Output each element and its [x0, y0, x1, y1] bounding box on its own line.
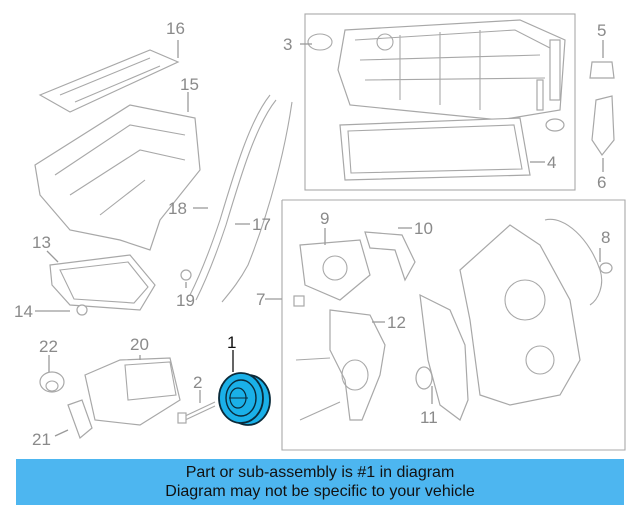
- filter-parts: [39, 357, 181, 440]
- callout-8: 8: [601, 228, 610, 247]
- callout-5: 5: [597, 21, 606, 40]
- callout-2: 2: [193, 373, 202, 392]
- valve-cover-group: [304, 13, 576, 191]
- callout-10: 10: [414, 219, 433, 238]
- callout-17: 17: [252, 215, 271, 234]
- callout-14: 14: [14, 302, 33, 321]
- callout-16: 16: [166, 19, 185, 38]
- callout-12: 12: [387, 313, 406, 332]
- dipstick: [180, 94, 293, 303]
- callout-9: 9: [320, 209, 329, 228]
- oil-pan-group: [34, 49, 201, 316]
- callout-21: 21: [32, 430, 51, 449]
- callout-22: 22: [39, 337, 58, 356]
- callout-20: 20: [130, 335, 149, 354]
- bolt: [177, 401, 216, 424]
- timing-cover-group: [281, 199, 626, 451]
- banner-line-1: Part or sub-assembly is #1 in diagram: [185, 464, 455, 481]
- callout-18: 18: [168, 199, 187, 218]
- callout-6: 6: [597, 173, 606, 192]
- banner-line-2: Diagram may not be specific to your vehi…: [165, 483, 475, 500]
- callout-labels: 1 2 3 4 5 6 7 8 9 10 11 12 13 14 15 16 1…: [14, 19, 610, 449]
- highlighted-pulley: [218, 372, 271, 426]
- leader-lines: [35, 40, 604, 437]
- callout-15: 15: [180, 75, 199, 94]
- tube-parts: [536, 39, 615, 157]
- callout-1: 1: [227, 333, 236, 352]
- callout-7: 7: [256, 290, 265, 309]
- callout-19: 19: [176, 291, 195, 310]
- callout-3: 3: [283, 35, 292, 54]
- callout-13: 13: [32, 233, 51, 252]
- callout-4: 4: [547, 153, 556, 172]
- info-banner: Part or sub-assembly is #1 in diagram Di…: [16, 459, 624, 505]
- callout-11: 11: [420, 408, 438, 427]
